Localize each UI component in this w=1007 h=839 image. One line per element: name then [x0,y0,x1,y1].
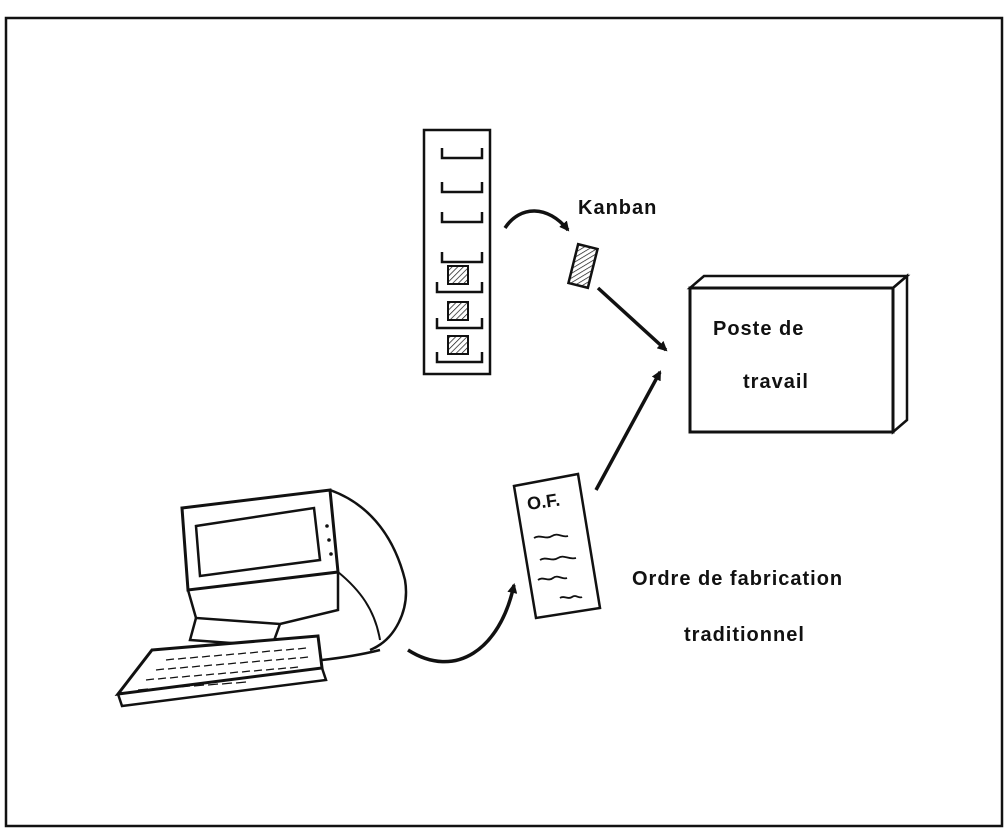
kanban-label: Kanban [578,197,657,219]
workstation-label: Poste de [713,318,804,340]
kanban-filled-slot [435,301,484,330]
kanban-board [422,128,492,376]
order-document: O.F. [512,472,602,620]
order-label: Ordre de fabrication [632,568,843,590]
kanban-empty-slots [440,148,484,264]
kanban-filled-slot [435,265,484,294]
arrow-board-to-kanban [503,209,570,232]
arrow-computer-to-order [407,583,518,664]
kanban-card [566,242,600,290]
order-document-label: O.F. [526,490,561,514]
computer-icon [114,488,408,708]
kanban-filled-slot [435,335,484,364]
arrow-order-to-workstation [594,370,662,491]
order-label: traditionnel [684,624,805,646]
workstation-label: travail [743,371,809,393]
arrow-kanban-to-workstation [596,286,668,352]
workstation-box: Poste de travail [686,273,911,435]
order-document-scribbles [533,533,583,599]
diagram-frame [4,16,1004,828]
keyboard-keys [137,647,309,691]
